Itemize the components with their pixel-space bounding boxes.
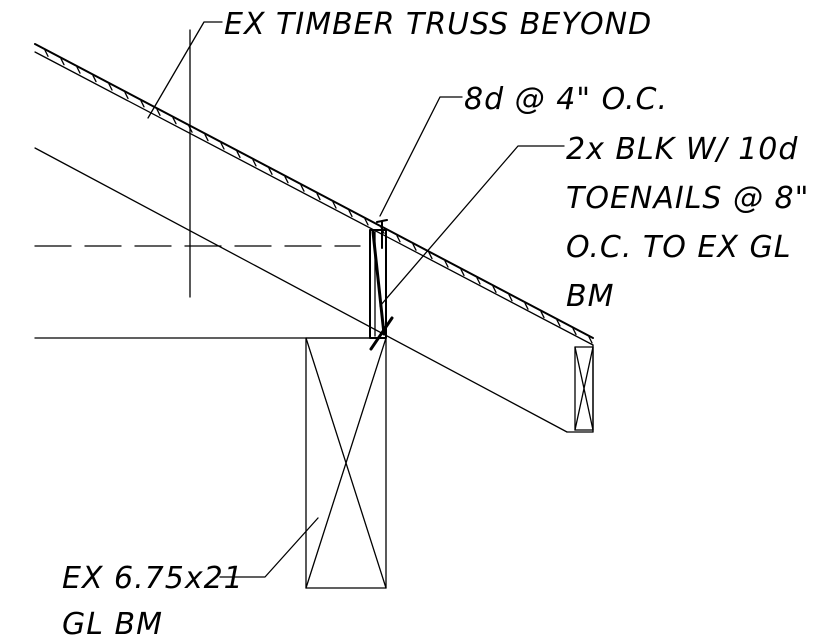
sheathing-hatch-tick xyxy=(124,91,129,100)
sheathing-hatch-tick xyxy=(156,108,161,116)
sheathing-hatch-tick xyxy=(396,235,401,243)
sheathing-hatch-tick xyxy=(476,277,481,285)
rafter-end-section xyxy=(574,346,594,431)
truss-beyond xyxy=(34,29,361,298)
sheathing-hatch-tick xyxy=(428,251,433,260)
sheathing-hatch-tick xyxy=(348,209,353,218)
sheathing-hatch-tick xyxy=(140,100,145,108)
sheathing-hatch-tick xyxy=(492,285,497,293)
leaders xyxy=(147,21,565,578)
sheathing-hatch-tick xyxy=(76,66,81,74)
sheathing-hatch-tick xyxy=(236,150,241,159)
label-ex-truss: EX TIMBER TRUSS BEYOND xyxy=(224,7,652,42)
sheathing-hatch-tick xyxy=(460,268,465,277)
sheathing-hatch-tick xyxy=(572,327,577,336)
sheathing-hatch-tick xyxy=(44,49,49,57)
label-nailing: 8d @ 4" O.C. xyxy=(464,82,668,117)
sheathing-hatch-tick xyxy=(316,192,321,201)
leader-nailing xyxy=(379,96,463,217)
label-beam-line1: EX 6.75x21 xyxy=(62,561,244,596)
sheathing-hatch-tick xyxy=(92,74,97,83)
gl-beam-section xyxy=(305,337,387,589)
sheathing-hatch-tick xyxy=(204,133,209,142)
sheathing-hatch-tick xyxy=(300,184,305,192)
sheathing-hatch-tick xyxy=(284,176,289,184)
sheathing-hatch-tick xyxy=(172,117,177,125)
sheathing-hatch-tick xyxy=(540,310,545,319)
toenail-10d xyxy=(369,316,394,351)
sheathing-hatch-tick xyxy=(444,260,449,268)
sheathing-hatch-tick xyxy=(60,58,65,66)
leader-blocking xyxy=(379,145,565,307)
sheathing-hatch-tick xyxy=(332,201,337,209)
nail-8d xyxy=(376,219,388,249)
sheathing-hatch-tick xyxy=(412,243,417,251)
leader-beam xyxy=(219,517,319,578)
sheathing-hatch-tick xyxy=(588,336,593,344)
sheathing-hatch-tick xyxy=(364,218,369,226)
sheathing-hatch-tick xyxy=(220,142,225,150)
label-blocking-line3: O.C. TO EX GL xyxy=(566,230,791,265)
sheathing-hatch-tick xyxy=(108,83,113,91)
label-blocking-line1: 2x BLK W/ 10d xyxy=(566,132,798,167)
sheathing-hatch-tick xyxy=(556,319,561,327)
sheathing-hatch-tick xyxy=(268,167,273,175)
blocking xyxy=(369,229,387,339)
label-blocking-line4: BM xyxy=(566,279,614,314)
sheathing-hatch-tick xyxy=(252,159,257,167)
annotations: EX TIMBER TRUSS BEYOND 8d @ 4" O.C. 2x B… xyxy=(62,7,809,637)
label-blocking-line2: TOENAILS @ 8" xyxy=(566,181,809,216)
label-beam-line2: GL BM xyxy=(62,607,163,637)
leader-ex-truss xyxy=(147,21,223,119)
sheathing-hatch-tick xyxy=(524,302,529,310)
sheathing-hatch-tick xyxy=(508,294,513,302)
